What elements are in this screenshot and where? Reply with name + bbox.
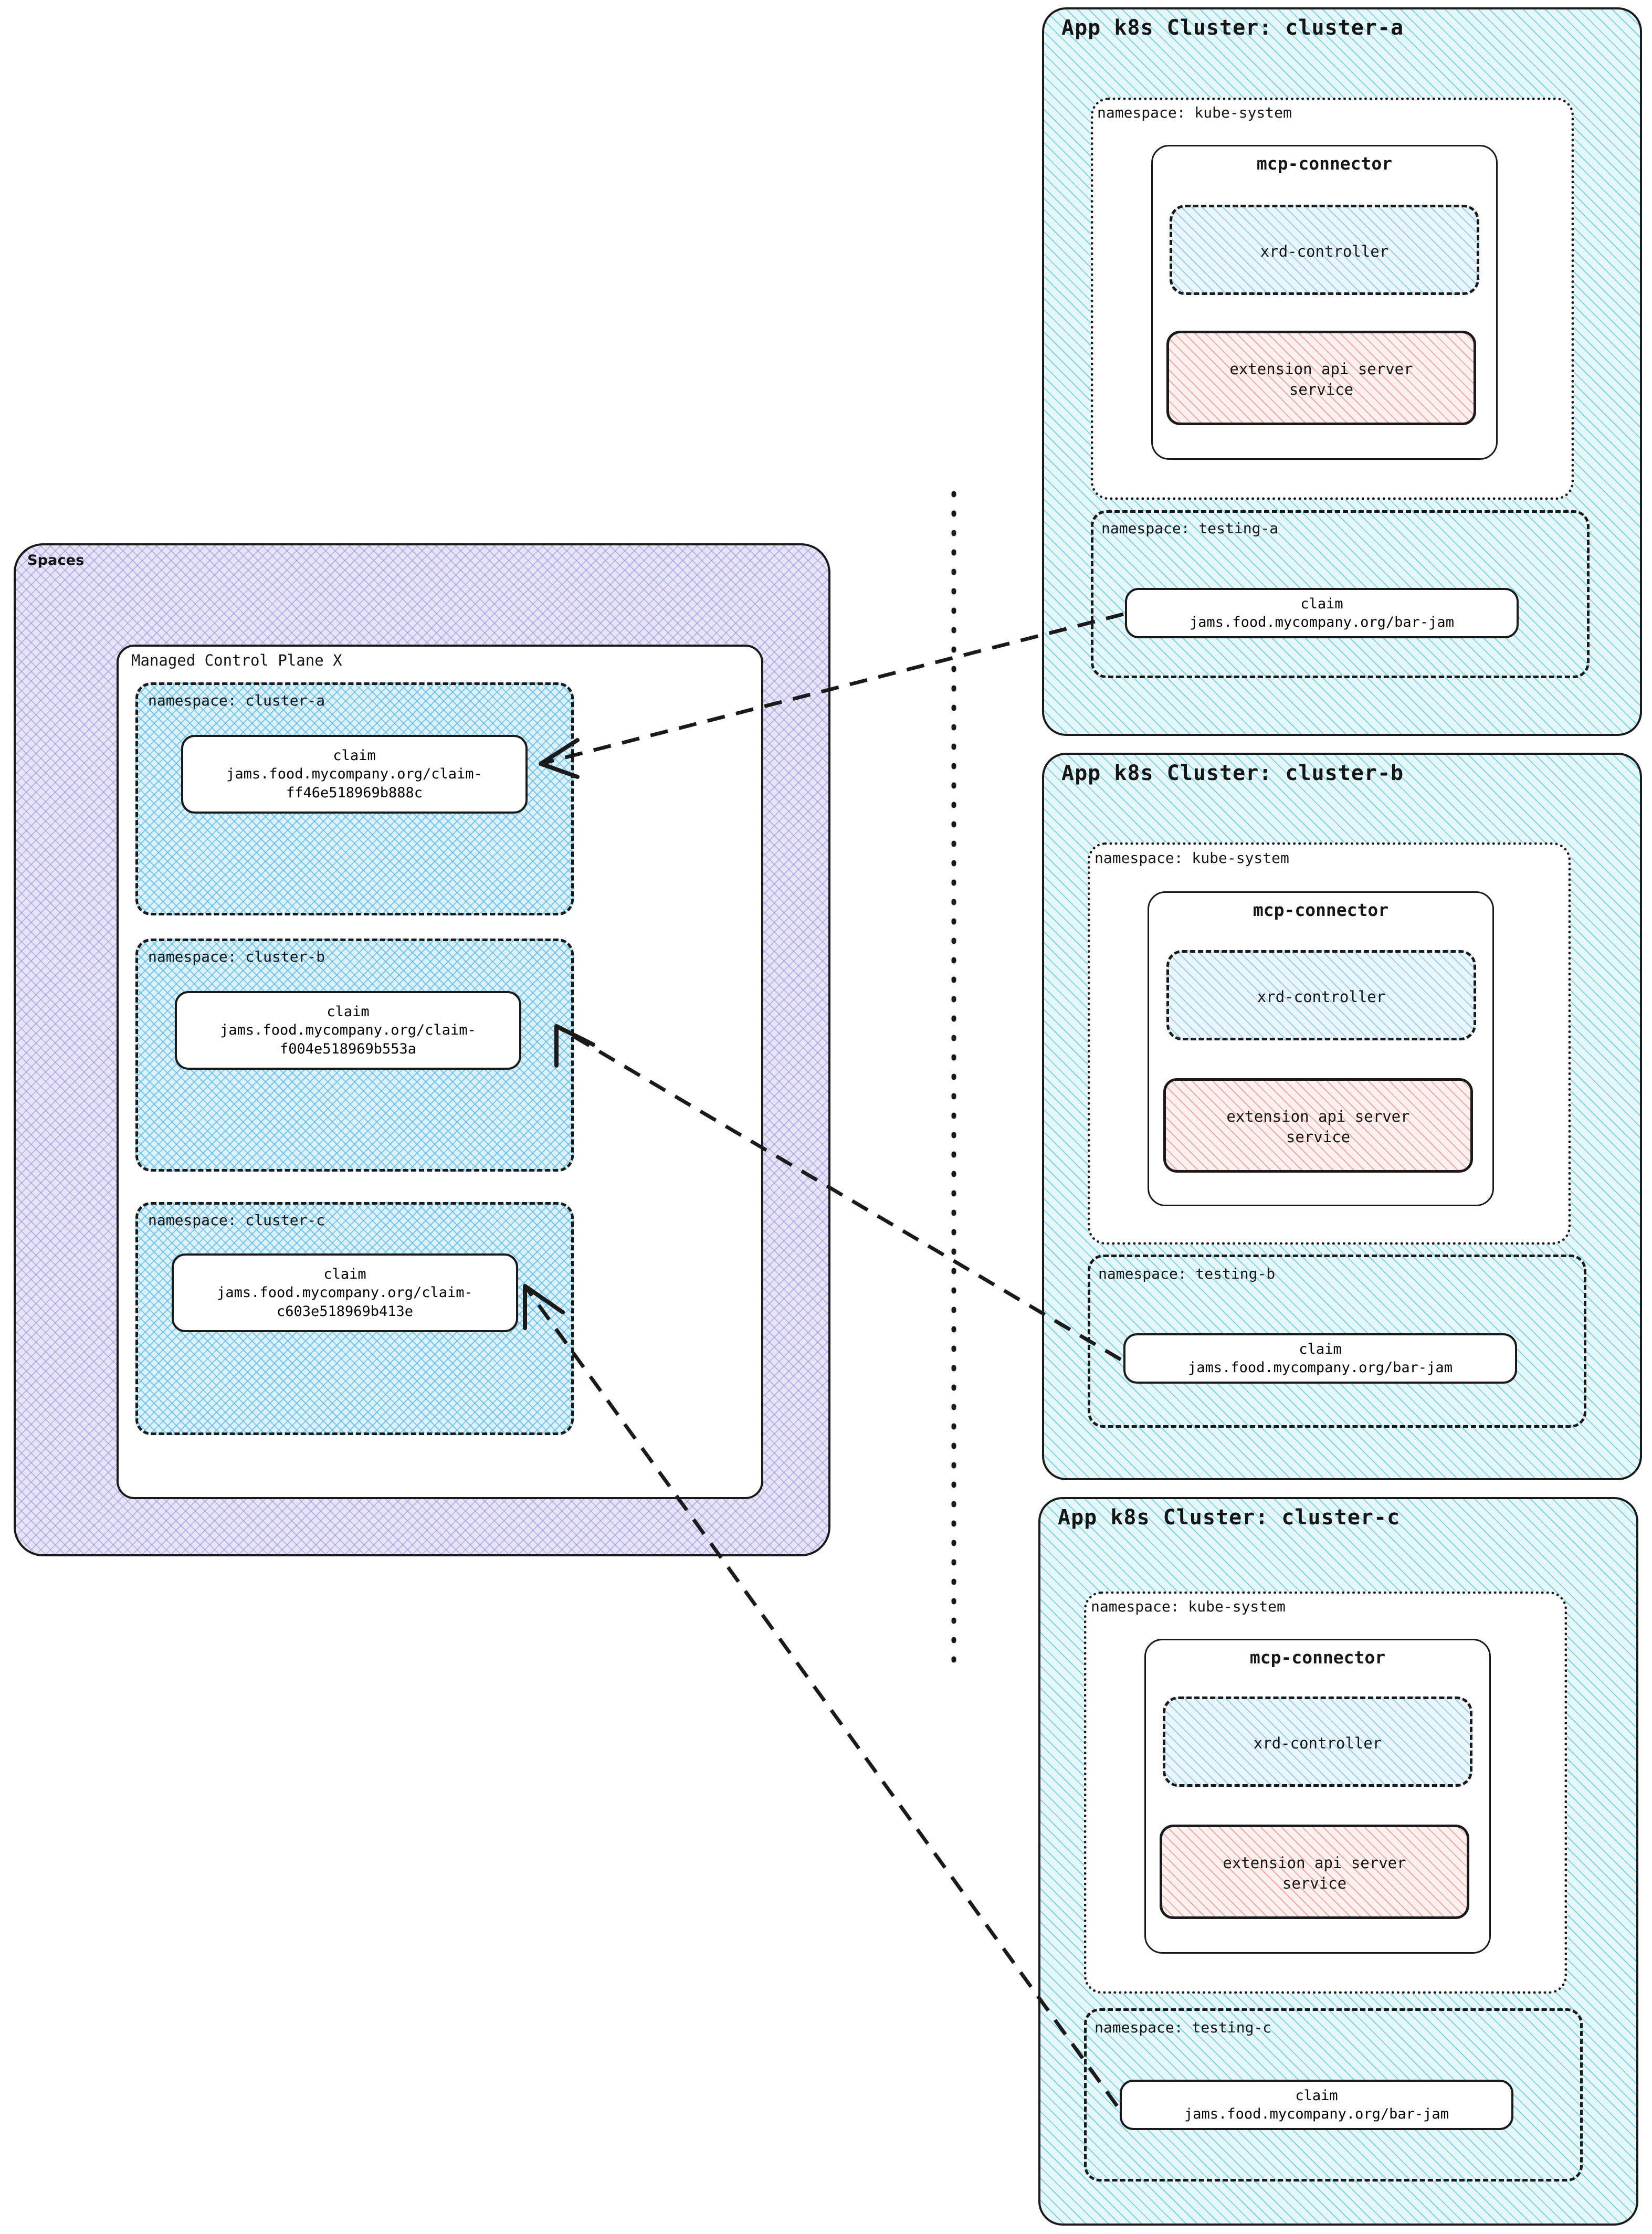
namespace-cluster-a-label: namespace: cluster-a [148,692,325,709]
claim-kind-label: claim [323,1266,366,1283]
spaces-label: Spaces [27,552,85,568]
claim-kind-label: claim [1299,1341,1342,1357]
claim-box-testing-c[interactable]: claim jams.food.mycompany.org/bar-jam [1120,2080,1513,2130]
namespace-kube-system-b-label: namespace: kube-system [1095,849,1289,867]
mcp-connector-c-title: mcp-connector [1249,1647,1386,1668]
xrd-controller-c-label: xrd-controller [1253,1734,1382,1752]
cluster-b-title: App k8s Cluster: cluster-b [1061,761,1404,785]
namespace-testing-a-label: namespace: testing-a [1101,520,1279,537]
claim-kind-label: claim [1295,2087,1338,2104]
namespace-cluster-b-label: namespace: cluster-b [148,948,325,965]
xrd-controller-a-label: xrd-controller [1260,243,1389,260]
namespace-kube-system-c-label: namespace: kube-system [1091,1598,1286,1615]
extension-api-server-c [1160,1825,1469,1919]
mcp-connector-a-title: mcp-connector [1256,153,1393,174]
extension-api-server-c-label: extension api server service [1223,1854,1406,1893]
claim-box-cluster-b[interactable]: claim jams.food.mycompany.org/claim- f00… [175,991,521,1070]
extension-api-server-a [1166,331,1476,425]
claim-ref-label: jams.food.mycompany.org/bar-jam [1188,1360,1453,1376]
namespace-kube-system-a-label: namespace: kube-system [1097,104,1292,121]
extension-api-server-b-label: extension api server service [1226,1108,1410,1146]
extension-api-server-a-label: extension api server service [1229,360,1413,399]
namespace-testing-c-label: namespace: testing-c [1095,2019,1272,2036]
claim-box-testing-b[interactable]: claim jams.food.mycompany.org/bar-jam [1123,1333,1517,1384]
extension-api-server-b [1163,1078,1473,1173]
xrd-controller-c [1163,1696,1472,1787]
namespace-cluster-c-label: namespace: cluster-c [148,1211,325,1229]
claim-box-cluster-a[interactable]: claim jams.food.mycompany.org/claim- ff4… [181,735,528,814]
xrd-controller-b-label: xrd-controller [1257,988,1386,1006]
claim-box-cluster-c[interactable]: claim jams.food.mycompany.org/claim- c60… [172,1253,518,1332]
claim-ref-label: jams.food.mycompany.org/bar-jam [1190,614,1454,630]
claim-kind-label: claim [327,1004,370,1020]
managed-control-plane-label: Managed Control Plane X [131,651,342,669]
cluster-c-title: App k8s Cluster: cluster-c [1058,1505,1401,1530]
cluster-a-title: App k8s Cluster: cluster-a [1061,16,1404,40]
claim-ref-label: jams.food.mycompany.org/claim- f004e5189… [220,1022,476,1057]
claim-ref-label: jams.food.mycompany.org/claim- c603e5189… [217,1284,473,1320]
xrd-controller-b [1166,950,1476,1040]
claim-kind-label: claim [1300,595,1343,612]
namespace-testing-b-label: namespace: testing-b [1098,1265,1276,1282]
mcp-connector-b-title: mcp-connector [1253,900,1389,920]
namespace-testing-a [1091,510,1590,678]
claim-ref-label: jams.food.mycompany.org/claim- ff46e5189… [226,766,482,801]
claim-ref-label: jams.food.mycompany.org/bar-jam [1184,2106,1449,2122]
claim-kind-label: claim [333,747,376,764]
xrd-controller-a [1170,205,1479,295]
claim-box-testing-a[interactable]: claim jams.food.mycompany.org/bar-jam [1125,588,1519,638]
